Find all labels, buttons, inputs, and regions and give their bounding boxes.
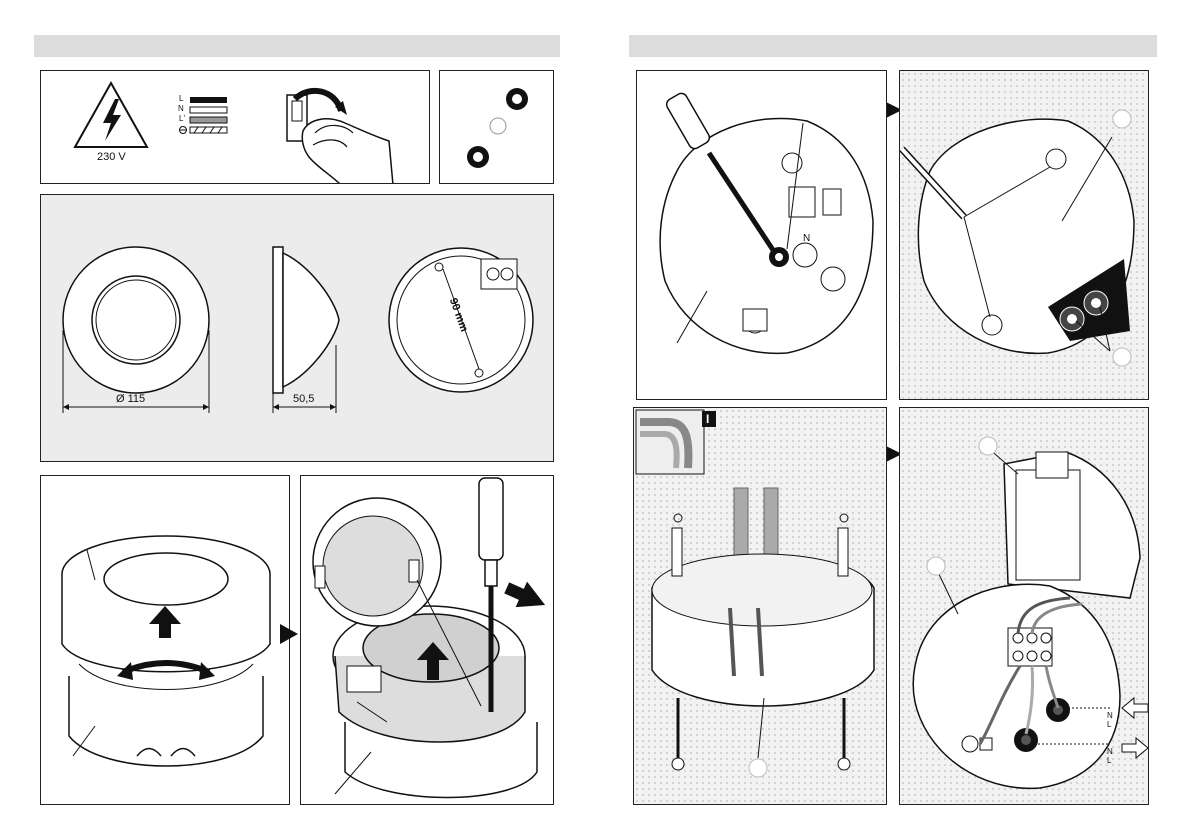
flush-mounting-illustration bbox=[634, 408, 887, 805]
cover-removal-panel bbox=[40, 475, 290, 805]
callout-blank bbox=[749, 759, 767, 777]
dimensions-panel: Ø 115 50,5 90 mm bbox=[40, 194, 554, 462]
callout-blank bbox=[490, 118, 506, 134]
push-arrow-icon bbox=[501, 575, 551, 618]
base-plate-drawing bbox=[913, 584, 1120, 788]
callout-blank bbox=[979, 437, 997, 455]
terminal-label-n: N bbox=[1107, 711, 1113, 720]
wiring-illustration bbox=[900, 408, 1149, 805]
voltage-label: 230 V bbox=[97, 151, 126, 163]
right-section-header bbox=[629, 35, 1157, 57]
front-view-drawing bbox=[63, 247, 209, 413]
cover-removal-illustration bbox=[41, 476, 290, 805]
wire-label-l-prime: L' bbox=[179, 114, 185, 123]
mark-holes-illustration bbox=[900, 71, 1149, 400]
sensor-module-drawing bbox=[1004, 452, 1140, 598]
safety-illustration bbox=[41, 71, 430, 184]
flush-marker-label: I bbox=[706, 412, 709, 426]
module-removal-illustration bbox=[301, 476, 554, 805]
grommet-icon bbox=[506, 88, 528, 110]
safety-panel: 230 V L N L' bbox=[40, 70, 430, 184]
drill-mark-icon bbox=[674, 514, 848, 522]
base-knockout-panel: N bbox=[636, 70, 887, 400]
supply-arrow-icon bbox=[1122, 698, 1148, 718]
inset-module-drawing bbox=[313, 498, 441, 626]
terminal-label-l: L bbox=[1107, 720, 1111, 729]
wall-box-inset bbox=[636, 410, 704, 474]
high-voltage-icon bbox=[75, 83, 147, 147]
grommet-panel bbox=[439, 70, 554, 184]
wire-label-l: L bbox=[179, 94, 183, 103]
height-dimension: 50,5 bbox=[293, 393, 314, 405]
hand-switch-off-illustration bbox=[287, 91, 393, 184]
callout-line bbox=[758, 698, 764, 758]
flush-mounting-panel: I bbox=[633, 407, 887, 805]
base-knockout-illustration bbox=[637, 71, 887, 400]
side-view-drawing bbox=[273, 247, 339, 413]
callout-blank bbox=[1113, 348, 1131, 366]
callout-blank bbox=[927, 557, 945, 575]
lamp-output-arrow-icon bbox=[1122, 738, 1148, 758]
left-section-header bbox=[34, 35, 560, 57]
terminal-label-n: N bbox=[1107, 747, 1113, 756]
diameter-dimension: Ø 115 bbox=[116, 393, 145, 405]
terminal-label-n: N bbox=[803, 233, 810, 244]
mark-holes-panel bbox=[899, 70, 1149, 400]
grommet-icon bbox=[467, 146, 489, 168]
module-removal-panel bbox=[300, 475, 554, 805]
wire-label-n: N bbox=[178, 104, 184, 113]
callout-blank bbox=[1113, 110, 1131, 128]
terminal-label-l: L bbox=[1107, 756, 1111, 765]
surface-box-drawing bbox=[652, 554, 874, 706]
wiring-panel: N L N L bbox=[899, 407, 1149, 805]
wire-colour-legend bbox=[180, 97, 228, 134]
dimension-drawings bbox=[41, 195, 554, 462]
